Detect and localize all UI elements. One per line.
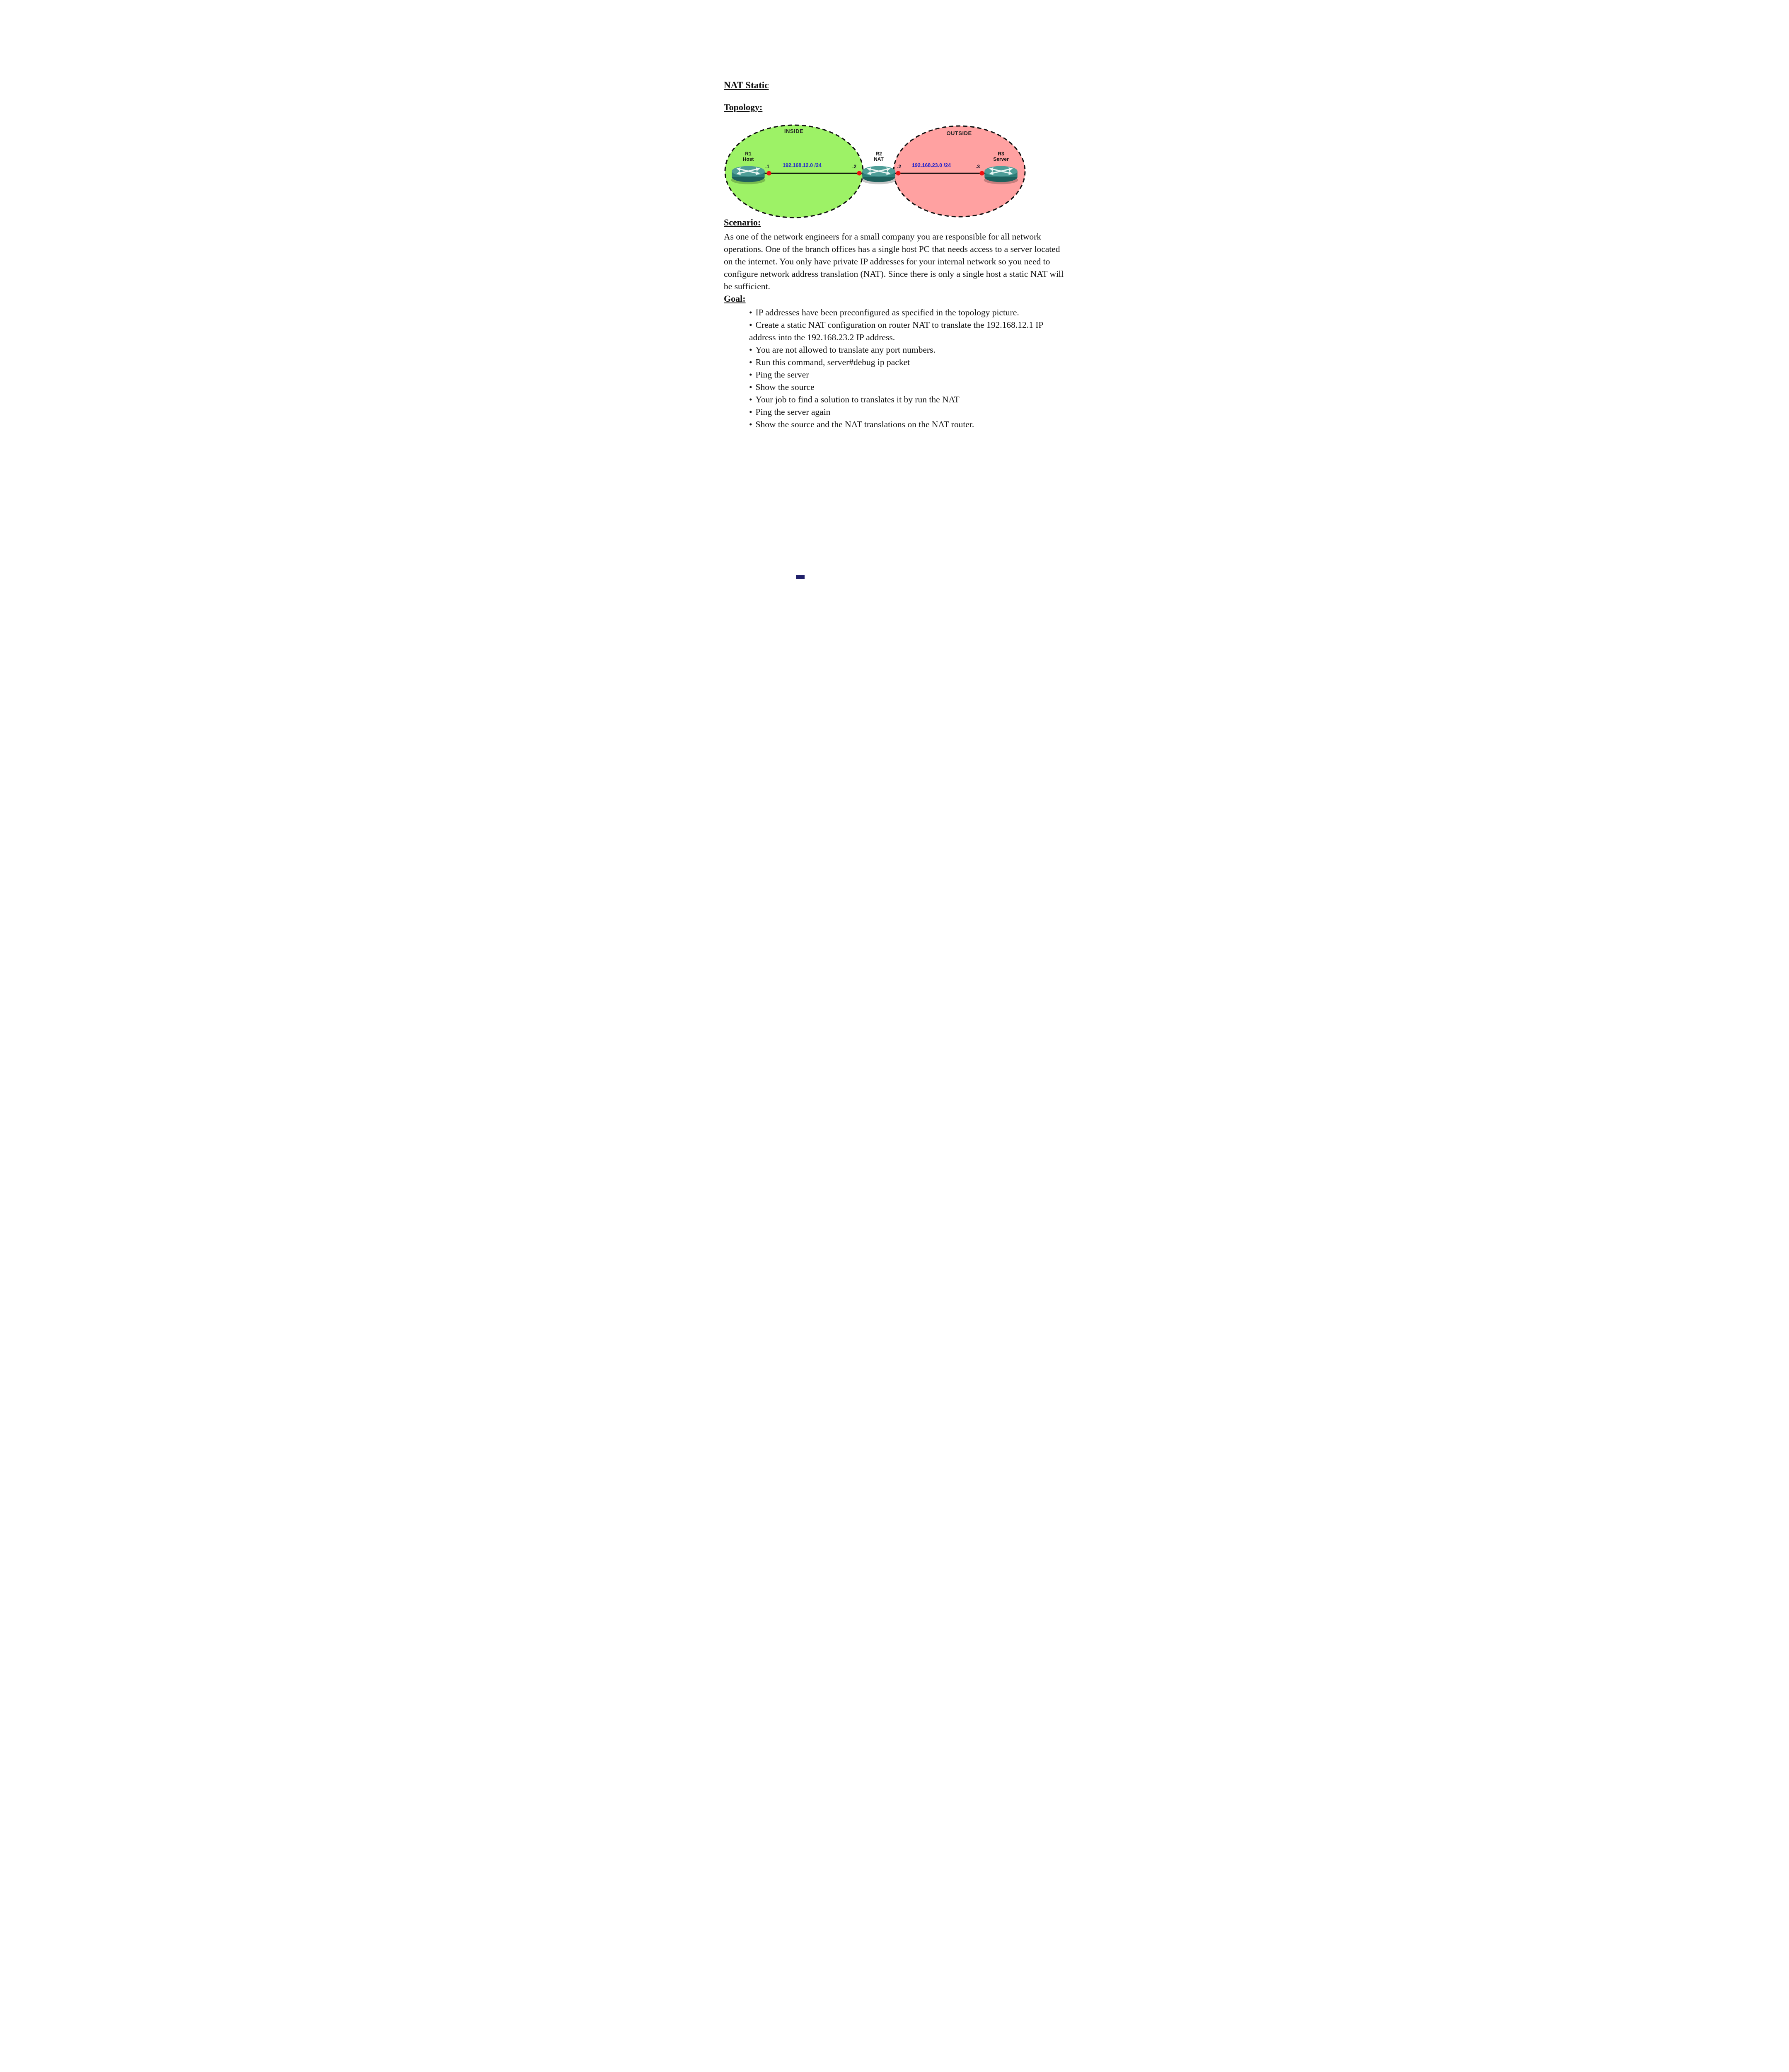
connection-dot-r3: [979, 171, 984, 176]
goal-bullet-6: •Show the source: [749, 381, 1065, 393]
device-name-r2: R2: [875, 151, 882, 157]
goal-heading: Goal:: [724, 293, 746, 304]
device-name-r1: R1: [745, 151, 752, 157]
outside-zone-label: OUTSIDE: [946, 130, 972, 136]
goal-bullet-4: •Run this command, server#debug ip packe…: [749, 356, 1065, 368]
diagram-background: [724, 124, 1026, 218]
goal-bullet-8: •Ping the server again: [749, 406, 1065, 418]
bullet-marker: •: [749, 382, 752, 392]
connection-dot-r1: [766, 171, 771, 176]
router-icon-r1: [730, 162, 766, 185]
device-role-r2: NAT: [874, 156, 884, 162]
goal-bullet-text: Show the source: [755, 382, 815, 392]
interface-label-r3: .3: [976, 164, 980, 169]
goal-bullet-text: Ping the server again: [755, 407, 831, 417]
goal-bullet-7: •Your job to find a solution to translat…: [749, 393, 1065, 406]
goal-bullet-text: Ping the server: [755, 370, 809, 380]
topology-diagram: INSIDE OUTSIDE R1 Host R2 NAT R3 Server …: [671, 123, 1118, 227]
document-page: NAT Static Topology: INSIDE OUTSIDE R1 H…: [671, 0, 1118, 579]
network-label-outside: 192.168.23.0 /24: [912, 162, 951, 168]
device-label-r1: R1 Host: [725, 151, 771, 162]
device-label-r3: R3 Server: [978, 151, 1024, 162]
goal-bullet-text: Run this command, server#debug ip packet: [755, 357, 910, 367]
connection-dot-r2-right: [896, 171, 901, 176]
goal-bullet-2: •Create a static NAT configuration on ro…: [749, 319, 1065, 344]
bullet-marker: •: [749, 307, 752, 317]
bullet-marker: •: [749, 320, 752, 330]
device-role-r3: Server: [993, 156, 1009, 162]
bullet-marker: •: [749, 357, 752, 367]
goal-bullet-text: Create a static NAT configuration on rou…: [749, 320, 1043, 342]
goal-bullet-text: Your job to find a solution to translate…: [755, 395, 960, 404]
goal-bullet-text: You are not allowed to translate any por…: [755, 345, 936, 355]
network-label-inside: 192.168.12.0 /24: [783, 162, 822, 168]
bullet-marker: •: [749, 407, 752, 417]
scenario-paragraph: As one of the network engineers for a sm…: [724, 232, 1064, 291]
device-label-r2: R2 NAT: [856, 151, 902, 162]
router-icon-r3: [983, 162, 1019, 185]
goal-bullet-5: •Ping the server: [749, 368, 1065, 381]
bullet-marker: •: [749, 395, 752, 404]
bullet-marker: •: [749, 370, 752, 380]
router-icon-r2: [861, 162, 897, 185]
topology-heading: Topology:: [724, 102, 763, 112]
interface-label-r2-left: .2: [852, 164, 857, 169]
interface-label-r2-right: .2: [897, 164, 902, 169]
connection-dot-r2-left: [857, 171, 862, 176]
goal-bullet-3: •You are not allowed to translate any po…: [749, 344, 1065, 356]
footer-mark: [796, 575, 805, 579]
device-name-r3: R3: [998, 151, 1004, 157]
bullet-marker: •: [749, 345, 752, 355]
page-title: NAT Static: [724, 80, 769, 90]
goal-bullet-text: Show the source and the NAT translations…: [755, 419, 974, 429]
interface-label-r1: .1: [765, 164, 770, 169]
goal-bullet-9: •Show the source and the NAT translation…: [749, 418, 1065, 431]
device-role-r1: Host: [742, 156, 754, 162]
scenario-heading: Scenario:: [724, 217, 761, 228]
bullet-marker: •: [749, 419, 752, 429]
inside-zone-label: INSIDE: [784, 128, 804, 134]
goal-bullet-1: •IP addresses have been preconfigured as…: [749, 306, 1065, 319]
goal-list: •IP addresses have been preconfigured as…: [749, 306, 1065, 431]
goal-bullet-text: IP addresses have been preconfigured as …: [755, 307, 1019, 317]
outside-zone-ellipse: [893, 125, 1026, 218]
